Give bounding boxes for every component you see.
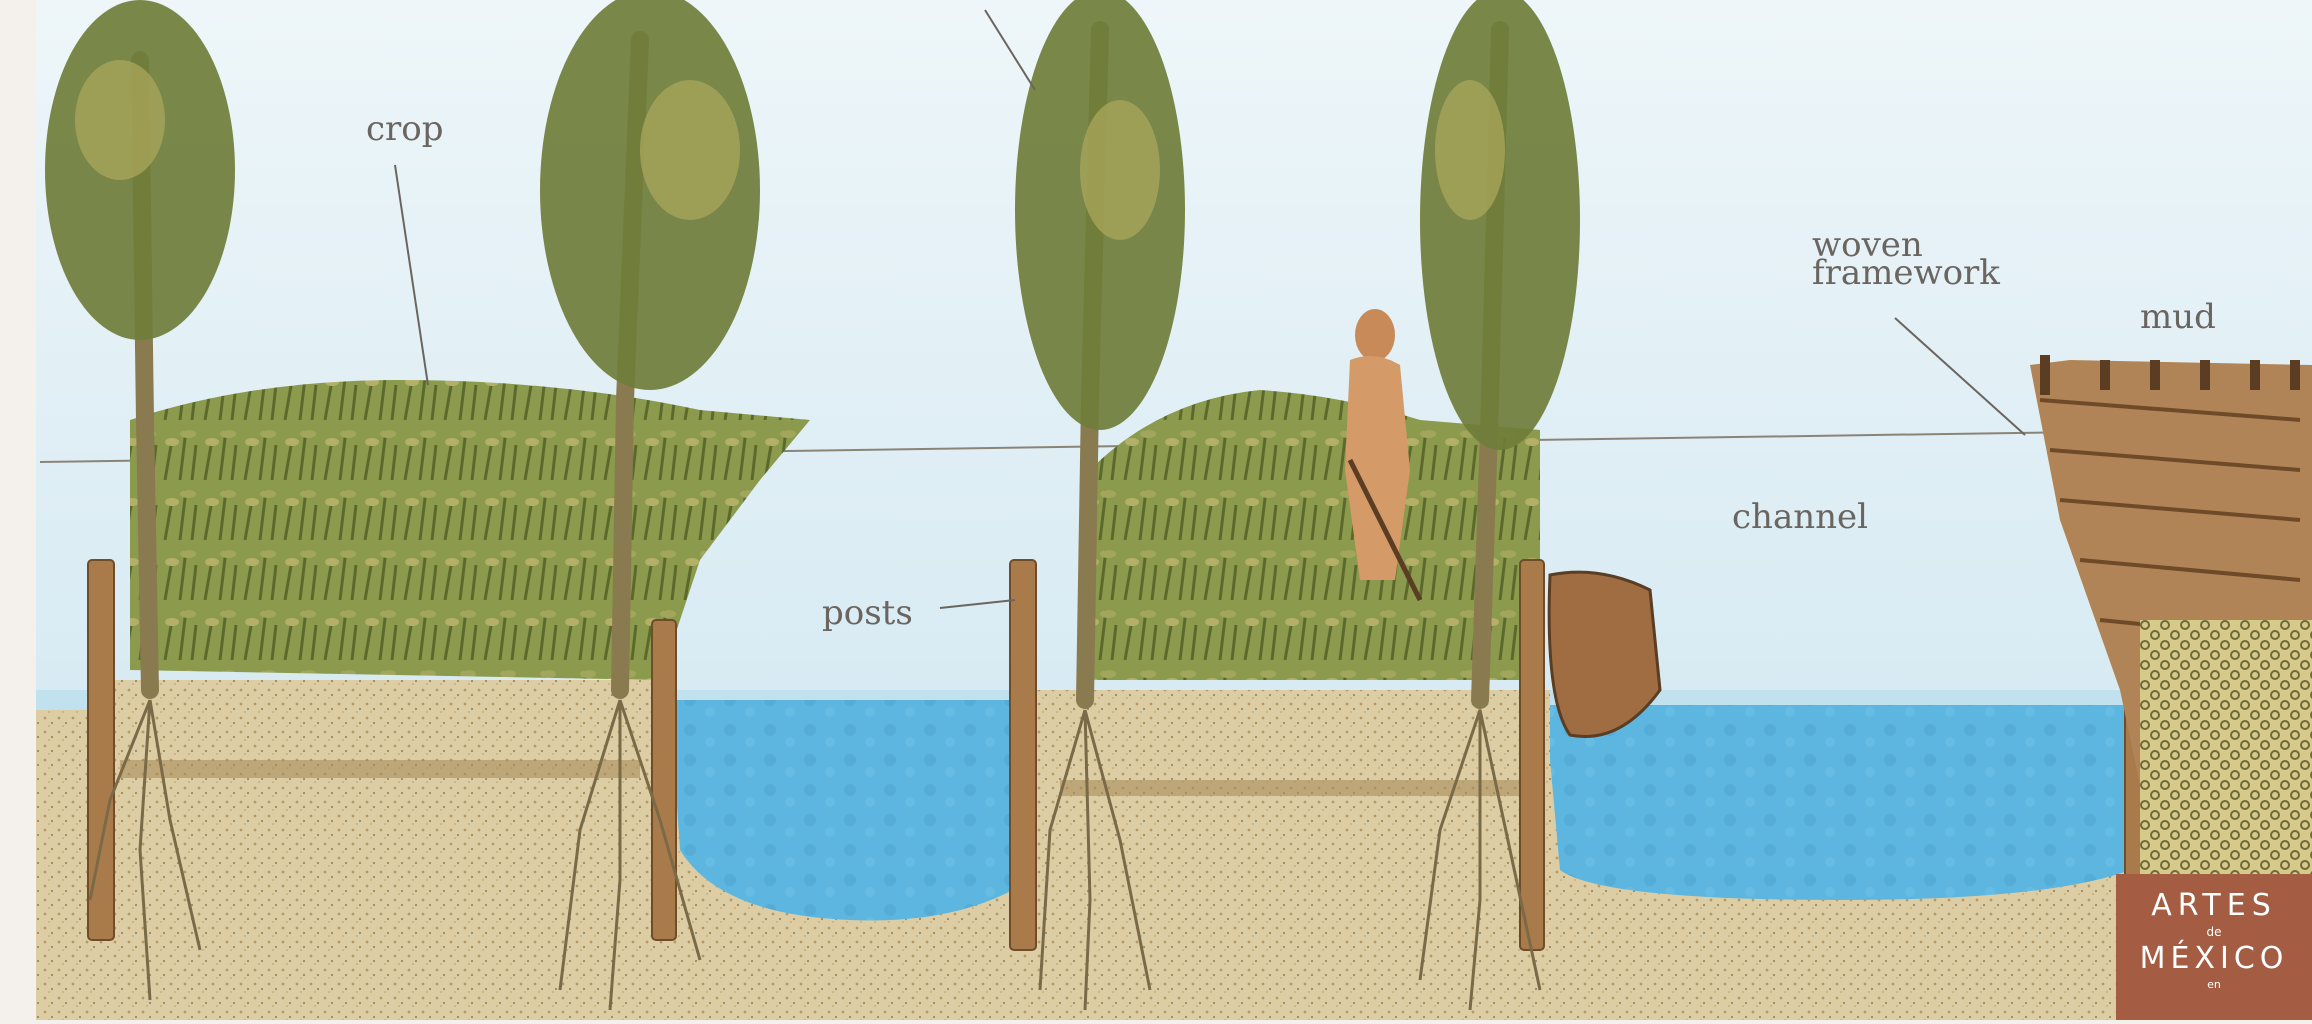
chinampa-2-soil bbox=[1025, 690, 1550, 960]
tree-highlight bbox=[1435, 80, 1505, 220]
mud-fill bbox=[2140, 620, 2312, 880]
logo-line-4: en bbox=[2116, 978, 2312, 991]
stake bbox=[2150, 360, 2160, 390]
stake bbox=[2040, 355, 2050, 395]
chinampa-1-soil bbox=[90, 680, 665, 960]
tree-crown bbox=[1420, 0, 1580, 450]
chinampa-1-layer bbox=[120, 760, 640, 778]
label-channel: channel bbox=[1732, 500, 1868, 536]
stake bbox=[2250, 360, 2260, 390]
label-mud: mud bbox=[2140, 300, 2216, 336]
tree-highlight bbox=[75, 60, 165, 180]
artes-de-mexico-logo: ARTES de MÉXICO en bbox=[2116, 874, 2312, 1020]
label-crop: crop bbox=[366, 112, 444, 148]
left-margin bbox=[0, 0, 36, 1020]
tree-highlight bbox=[1080, 100, 1160, 240]
post bbox=[652, 620, 676, 940]
stake bbox=[2100, 360, 2110, 390]
stake bbox=[2290, 360, 2300, 390]
logo-line-2: de bbox=[2116, 925, 2312, 939]
channel-water-left bbox=[670, 700, 1030, 921]
post bbox=[1010, 560, 1036, 950]
tree-highlight bbox=[640, 80, 740, 220]
logo-line-1: ARTES bbox=[2116, 888, 2312, 923]
post bbox=[1520, 560, 1544, 950]
label-posts: posts bbox=[822, 596, 913, 632]
stake bbox=[2200, 360, 2210, 390]
logo-line-3: MÉXICO bbox=[2116, 941, 2312, 976]
channel-water-right bbox=[1545, 705, 2130, 900]
label-woven-framework: woven framework bbox=[1812, 232, 2000, 288]
farmer-head bbox=[1355, 309, 1395, 361]
